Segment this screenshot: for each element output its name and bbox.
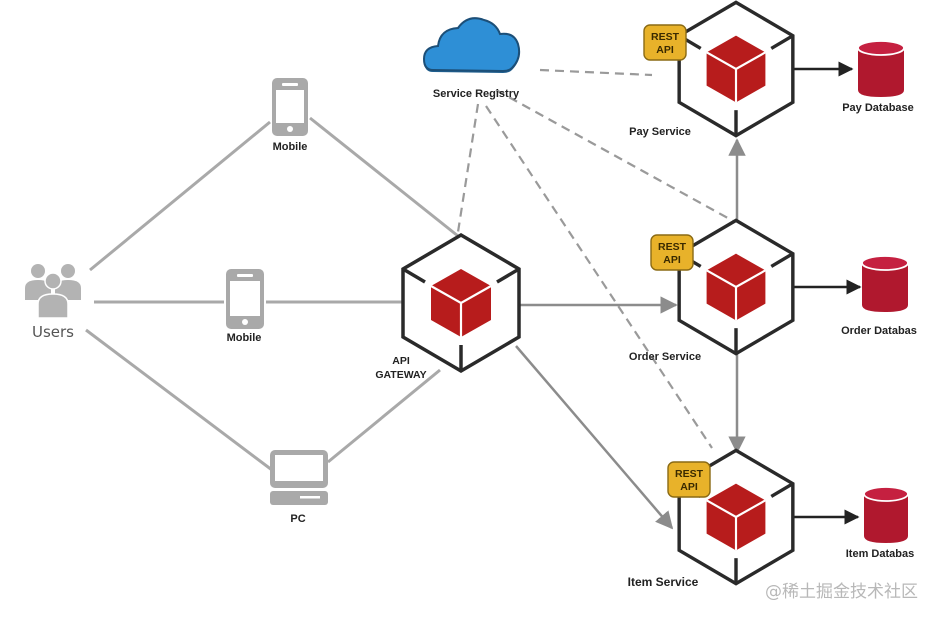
order-service-node[interactable]: REST API Order Service <box>629 220 793 363</box>
edge-registry-pay <box>539 68 653 77</box>
edge-users-mobile-top <box>89 120 271 272</box>
mobile-phone-icon <box>272 78 308 136</box>
edges-clients <box>85 116 459 472</box>
svg-text:API: API <box>663 254 681 266</box>
item-database-node[interactable]: Item Databas <box>846 486 914 560</box>
hex-cube-icon <box>679 2 793 135</box>
mobile-mid-node[interactable]: Mobile <box>226 269 264 344</box>
hex-cube-icon <box>679 220 793 353</box>
edge-mobile-top-gateway <box>309 116 459 238</box>
pay-service-node[interactable]: REST API Pay Service <box>629 2 793 138</box>
edges-registry <box>456 68 736 449</box>
watermark: @稀土掘金技术社区 <box>765 582 918 602</box>
pc-node[interactable]: PC <box>270 450 328 525</box>
users-node[interactable]: Users <box>25 264 81 341</box>
pay-database-label: Pay Database <box>842 102 914 114</box>
edge-pc-gateway <box>327 368 441 464</box>
rest-api-badge: REST API <box>667 461 711 498</box>
service-registry-node[interactable]: Service Registry <box>422 17 521 100</box>
svg-text:API: API <box>680 481 698 493</box>
api-gateway-label-line2: GATEWAY <box>375 369 426 381</box>
desktop-computer-icon <box>270 450 328 505</box>
edge-gateway-item <box>515 345 674 530</box>
mobile-top-label: Mobile <box>273 141 308 153</box>
users-label: Users <box>32 323 74 341</box>
edge-registry-item <box>485 105 713 449</box>
svg-text:REST: REST <box>651 31 680 43</box>
pay-service-label: Pay Service <box>629 126 691 138</box>
edges-services <box>515 138 746 530</box>
rest-api-badge: REST API <box>650 234 694 271</box>
svg-text:API: API <box>656 44 674 56</box>
svg-text:REST: REST <box>675 468 704 480</box>
mobile-top-node[interactable]: Mobile <box>272 78 308 153</box>
pc-label: PC <box>290 513 305 525</box>
edge-users-pc <box>85 328 273 472</box>
database-icon <box>861 255 909 312</box>
service-registry-label: Service Registry <box>433 88 520 100</box>
item-service-label: Item Service <box>628 575 699 589</box>
hex-cube-icon <box>403 235 519 371</box>
edges-databases <box>794 61 862 525</box>
svg-text:REST: REST <box>658 241 687 253</box>
cloud-icon <box>422 17 521 73</box>
database-icon <box>863 486 909 543</box>
order-database-node[interactable]: Order Databas <box>841 255 917 337</box>
mobile-mid-label: Mobile <box>227 332 262 344</box>
api-gateway-node[interactable]: API GATEWAY <box>375 235 519 381</box>
database-icon <box>857 40 905 97</box>
item-service-node[interactable]: REST API Item Service <box>628 450 793 589</box>
mobile-phone-icon <box>226 269 264 329</box>
order-database-label: Order Databas <box>841 325 917 337</box>
edge-registry-order <box>495 89 736 223</box>
item-database-label: Item Databas <box>846 548 914 560</box>
edge-registry-gateway <box>456 103 480 233</box>
users-group-icon <box>25 264 81 319</box>
order-service-label: Order Service <box>629 351 701 363</box>
rest-api-badge: REST API <box>643 24 687 61</box>
pay-database-node[interactable]: Pay Database <box>842 40 914 114</box>
api-gateway-label-line1: API <box>392 355 410 367</box>
